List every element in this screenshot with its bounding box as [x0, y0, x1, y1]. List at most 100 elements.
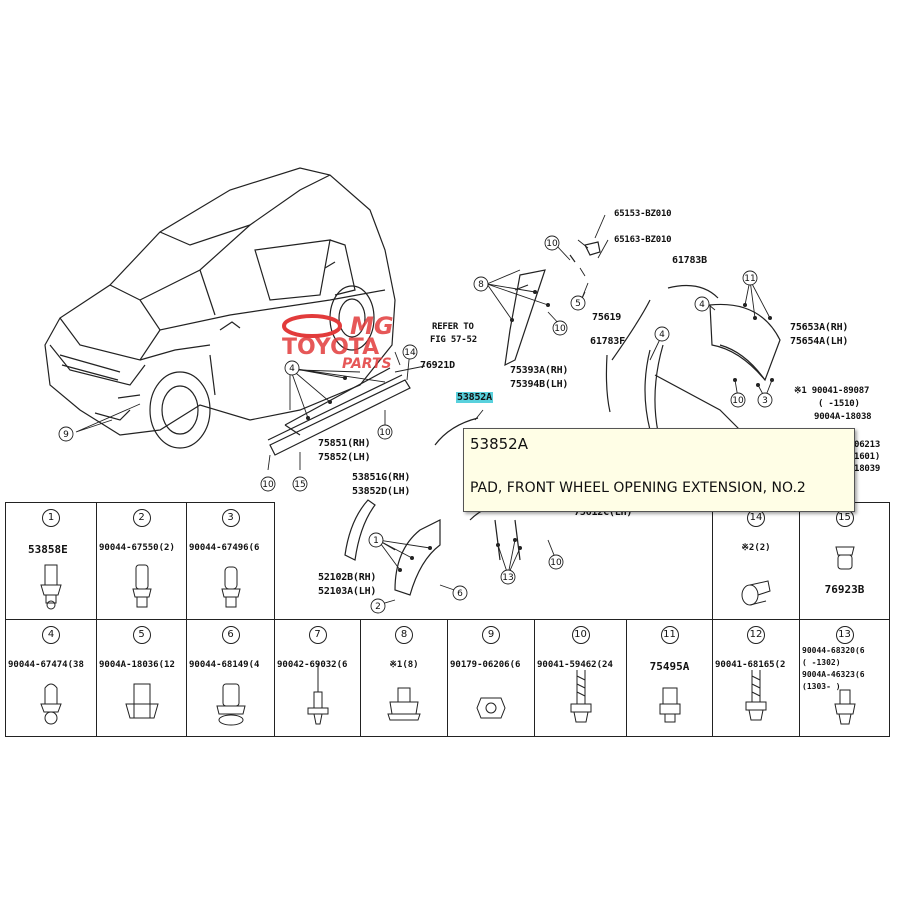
- cell-part-number: ※1(8): [389, 660, 419, 670]
- label-75653a: 75653A(RH): [790, 322, 849, 333]
- cell-part-number: 90044-67496(6: [189, 543, 260, 553]
- clip-dots: [306, 290, 774, 572]
- svg-text:PARTS: PARTS: [342, 356, 392, 368]
- label-61783b: 61783B: [672, 255, 707, 266]
- cell-number: 13: [835, 626, 854, 644]
- clip-icon: [40, 564, 62, 610]
- label-61783f: 61783F: [590, 336, 625, 347]
- clip-icon: [220, 566, 241, 608]
- label-52102b: 52102B(RH): [318, 572, 377, 583]
- label-1601: 1601): [854, 452, 881, 462]
- fastener-cell-14: 14 ※2(2): [712, 502, 800, 620]
- label-refer: REFER TO: [432, 322, 474, 332]
- cell-part-number: 90044-68149(4: [189, 660, 260, 670]
- label-refer-fig: FIG 57-52: [430, 335, 477, 345]
- fastener-cell-11: 11 75495A: [626, 619, 713, 737]
- cell-part-number: 53858E: [28, 543, 68, 556]
- clip-icon: [215, 683, 246, 726]
- label-75619: 75619: [592, 312, 622, 323]
- cell-number: 7: [308, 626, 327, 644]
- fastener-cell-8: 8 ※1(8): [360, 619, 448, 737]
- fastener-cell-1: 1 53858E: [5, 502, 97, 620]
- label-75852: 75852(LH): [318, 452, 371, 463]
- fastener-cell-3: 3 90044-67496(6: [186, 502, 275, 620]
- fastener-cell-2: 2 90044-67550(2): [96, 502, 187, 620]
- nut-icon: [387, 687, 421, 721]
- screw-icon: [570, 670, 591, 723]
- cell-number: 2: [132, 509, 151, 527]
- cell-part-range-alt: (1303- ): [802, 682, 841, 691]
- fastener-cell-4: 4 90044-67474(38: [5, 619, 97, 737]
- label-9004a-18038: 9004A-18038: [814, 412, 872, 422]
- tooltip-part-code: 53852A: [470, 435, 528, 453]
- cell-number: 1: [42, 509, 60, 527]
- part-tooltip: 53852A PAD, FRONT WHEEL OPENING EXTENSIO…: [463, 428, 855, 512]
- cell-part-number: 90044-67550(2): [99, 543, 175, 553]
- label-75394b: 75394B(LH): [510, 379, 569, 390]
- fastener-cell-15: 15 76923B: [799, 502, 890, 620]
- screw-icon: [745, 670, 767, 721]
- label-76921d: 76921D: [420, 360, 455, 371]
- cell-number: 3: [221, 509, 240, 527]
- svg-text:MG: MG: [350, 312, 394, 340]
- label-75654a: 75654A(LH): [790, 336, 849, 347]
- grommet-icon: [741, 580, 771, 606]
- cell-part-number: 90044-68320(6: [802, 646, 865, 655]
- fastener-cell-9: 9 90179-06206(6: [447, 619, 535, 737]
- cell-part-number: 90041-68165(2: [715, 660, 786, 670]
- rear-arch-parts: [504, 241, 781, 433]
- cell-number: 11: [660, 626, 679, 644]
- cell-part-number: 90041-59462(24: [537, 660, 613, 670]
- cell-number: 5: [132, 626, 151, 644]
- clip-icon: [131, 564, 152, 608]
- cell-part-number: 90042-69032(6: [277, 660, 348, 670]
- svg-text:TOYOTA: TOYOTA: [282, 335, 379, 360]
- label-06213: 06213: [854, 440, 881, 450]
- cell-number: 4: [42, 626, 60, 644]
- cell-part-number: 9004A-18036(12: [99, 660, 175, 670]
- clip-icon: [659, 687, 680, 723]
- nut-icon: [476, 697, 506, 719]
- rivet-icon: [307, 664, 328, 725]
- cell-part-number: 75495A: [649, 660, 690, 673]
- label-53852d: 53852D(LH): [352, 486, 411, 497]
- label-65163: 65163-BZ010: [614, 235, 672, 245]
- cell-number: 10: [571, 626, 590, 644]
- label-1510: ( -1510): [818, 399, 860, 409]
- fastener-cell-10: 10 90041-59462(24: [534, 619, 627, 737]
- fastener-cell-7: 7 90042-69032(6: [274, 619, 361, 737]
- cell-part-number: ※2(2): [741, 543, 771, 553]
- clip-icon: [40, 683, 62, 725]
- label-18039: 18039: [854, 464, 881, 474]
- cell-part-number: 90044-67474(38: [8, 660, 84, 670]
- fastener-cell-12: 12 90041-68165(2: [712, 619, 800, 737]
- side-moulding: [267, 367, 411, 456]
- label-75612c: 75612C(LH): [574, 507, 633, 518]
- cell-part-range: ( -1302): [802, 658, 841, 667]
- label-75393a: 75393A(RH): [510, 365, 569, 376]
- cell-part-number-alt: 9004A-46323(6: [802, 670, 865, 679]
- label-90041-89087: ※1 90041-89087: [794, 386, 870, 396]
- cell-part-number: 90179-06206(6: [450, 660, 521, 670]
- bolt-icon: [833, 689, 856, 725]
- label-65153: 65153-BZ010: [614, 209, 672, 219]
- cell-number: 8: [395, 626, 413, 644]
- vehicle-illustration: [44, 167, 396, 449]
- cell-number: 9: [482, 626, 500, 644]
- cell-part-number: 76923B: [824, 583, 865, 596]
- leader-lines: [75, 214, 773, 606]
- cell-number: 6: [221, 626, 240, 644]
- cell-number: 12: [747, 626, 765, 644]
- fastener-cell-5: 5 9004A-18036(12: [96, 619, 187, 737]
- label-52103a: 52103A(LH): [318, 586, 377, 597]
- watermark-logo: MG TOYOTA PARTS: [282, 312, 394, 368]
- clip-icon: [834, 546, 855, 570]
- tooltip-part-description: PAD, FRONT WHEEL OPENING EXTENSION, NO.2: [470, 480, 806, 496]
- label-53852a-highlighted[interactable]: 53852A: [456, 392, 493, 403]
- nut-icon: [124, 683, 159, 719]
- fastener-cell-6: 6 90044-68149(4: [186, 619, 275, 737]
- fastener-cell-13: 13 90044-68320(6 ( -1302) 9004A-46323(6 …: [799, 619, 890, 737]
- label-75851: 75851(RH): [318, 438, 371, 449]
